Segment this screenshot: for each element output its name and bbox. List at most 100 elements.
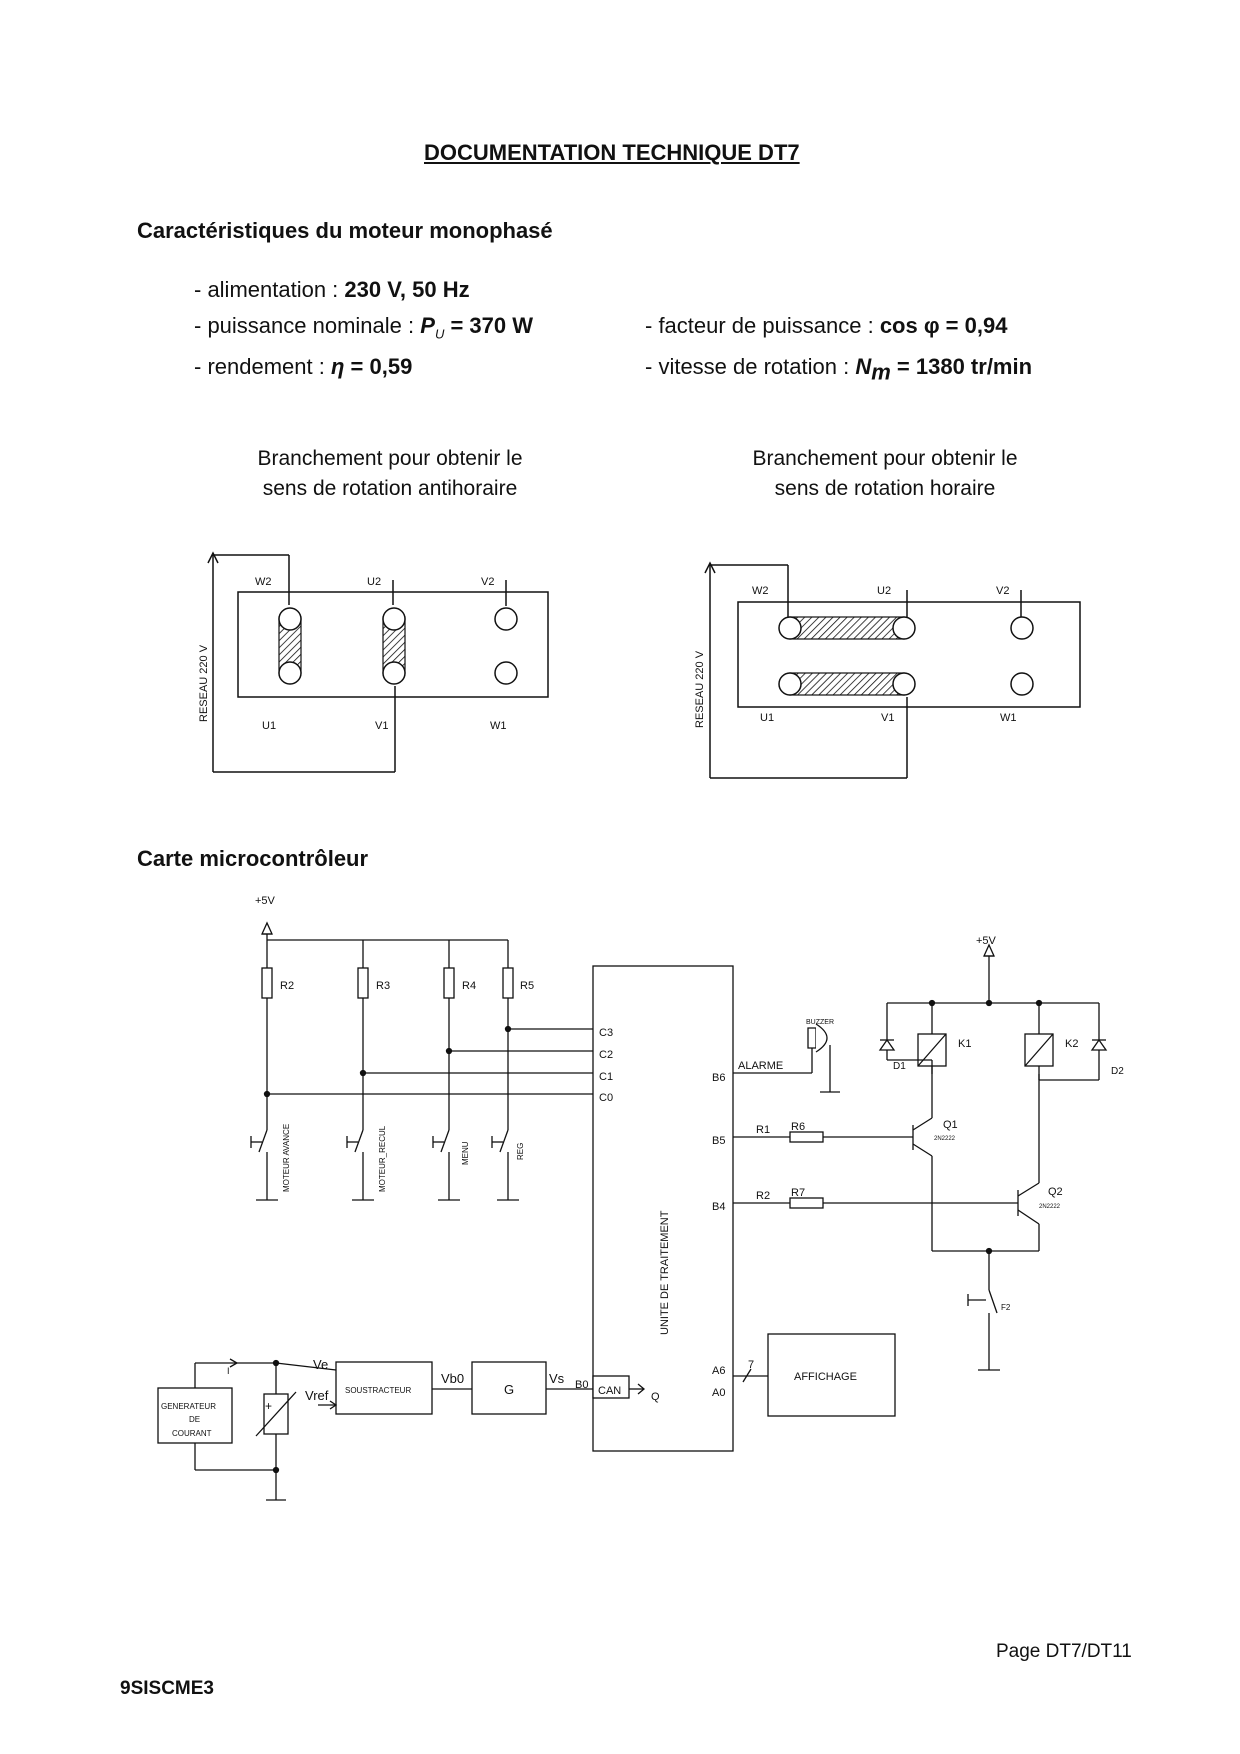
spec-rendement: - rendement : η = 0,59 [194, 354, 412, 380]
reseau-label: RESEAU 220 V [198, 644, 210, 722]
diode-d1: D1 [893, 1061, 906, 1072]
caption-line: Branchement pour obtenir le [752, 447, 1018, 470]
port-b5: B5 [712, 1135, 725, 1147]
terminal-w1: W1 [490, 720, 507, 732]
port-a0: A0 [712, 1387, 725, 1399]
generator-line-3: COURANT [172, 1429, 212, 1438]
document-code: 9SISCME3 [120, 1678, 214, 1699]
spec-value: = 1380 tr/min [896, 354, 1033, 379]
resistor-r2b: R2 [756, 1190, 770, 1202]
terminal-v2: V2 [996, 585, 1009, 597]
transistor-q1: Q1 [943, 1119, 958, 1131]
page-title: DOCUMENTATION TECHNIQUE DT7 [424, 140, 800, 165]
terminal-u2: U2 [367, 576, 381, 588]
button-moteur-avance: MOTEUR AVANCE [282, 1124, 291, 1192]
button-menu: MENU [461, 1141, 470, 1165]
bus-width: 7 [748, 1359, 754, 1371]
soustracteur-label: SOUSTRACTEUR [345, 1386, 411, 1395]
relay-k1: K1 [958, 1038, 971, 1050]
button-moteur-recul: MOTEUR_RECUL [378, 1125, 387, 1192]
spec-puissance: - puissance nominale : PU = 370 W [194, 313, 533, 341]
port-b0: B0 [575, 1379, 588, 1391]
port-a6: A6 [712, 1365, 725, 1377]
generator-line-2: DE [189, 1415, 200, 1424]
spec-value: 230 V, 50 Hz [344, 277, 470, 302]
wiring-diagrams: W2 U2 V2 U1 V1 W1 RESEAU 220 V W2 U2 V2 … [198, 551, 1081, 779]
gain-label: G [504, 1382, 514, 1397]
motor-heading: Caractéristiques du moteur monophasé [137, 218, 553, 243]
alarme-label: ALARME [738, 1060, 783, 1072]
terminal-w2: W2 [255, 576, 272, 588]
can-label: CAN [598, 1385, 621, 1397]
spec-symbol: P [420, 313, 435, 338]
transistor-q2: Q2 [1048, 1186, 1063, 1198]
resistor-r2: R2 [280, 980, 294, 992]
transistor-q1-ref: 2N2222 [934, 1136, 956, 1142]
terminal-u1: U1 [760, 712, 774, 724]
spec-subscript: m [871, 359, 891, 385]
spec-label: - alimentation : [194, 277, 339, 302]
reseau-label: RESEAU 220 V [694, 650, 706, 728]
vref-label: Vref [305, 1388, 329, 1403]
terminal-w2: W2 [752, 585, 769, 597]
spec-subscript: U [434, 326, 445, 342]
affichage-label: AFFICHAGE [794, 1371, 857, 1383]
spec-facteur: - facteur de puissance : cos φ = 0,94 [645, 313, 1007, 339]
page-number: Page DT7/DT11 [996, 1641, 1132, 1662]
transistor-q2-ref: 2N2222 [1039, 1204, 1061, 1210]
ve-label: Ve [313, 1357, 328, 1372]
right-caption: Branchement pour obtenir le sens de rota… [705, 444, 1065, 504]
input-c3: C3 [599, 1027, 613, 1039]
terminal-v1: V1 [881, 712, 894, 724]
plus5v-left: +5V [255, 895, 276, 907]
spec-alimentation: - alimentation : 230 V, 50 Hz [194, 277, 470, 303]
caption-line: Branchement pour obtenir le [257, 447, 523, 470]
wiring-left: W2 U2 V2 U1 V1 W1 RESEAU 220 V [198, 551, 549, 773]
board-schematic: +5V +5V R2 R3 R4 R5 R6 R7 R1 R2 MOTEUR A… [157, 895, 1124, 1501]
fuse-f2: F2 [1001, 1303, 1011, 1312]
wiring-right: W2 U2 V2 U1 V1 W1 RESEAU 220 V [694, 561, 1081, 779]
button-reg: REG [516, 1143, 525, 1160]
plus5v-right: +5V [976, 935, 997, 947]
vb0-label: Vb0 [441, 1371, 464, 1386]
spec-value: cos φ = 0,94 [879, 313, 1008, 338]
terminal-v2: V2 [481, 576, 494, 588]
spec-vitesse: - vitesse de rotation : Nm = 1380 tr/min [645, 354, 1032, 385]
buzzer-label: BUZZER [806, 1019, 834, 1026]
spec-symbol: η [330, 354, 345, 379]
spec-symbol: N [855, 354, 872, 379]
left-caption: Branchement pour obtenir le sens de rota… [210, 444, 570, 504]
resistor-r7: R7 [791, 1187, 805, 1199]
resistor-r4: R4 [462, 980, 476, 992]
board-heading: Carte microcontrôleur [137, 846, 369, 871]
caption-line: sens de rotation antihoraire [262, 477, 518, 500]
resistor-r3: R3 [376, 980, 390, 992]
resistor-r1: R1 [756, 1124, 770, 1136]
port-b6: B6 [712, 1072, 725, 1084]
spec-label: - facteur de puissance : [645, 313, 874, 338]
caption-line: sens de rotation horaire [774, 477, 996, 500]
resistor-r5: R5 [520, 980, 534, 992]
q-label: Q [651, 1391, 660, 1403]
spec-value: = 0,59 [350, 354, 413, 379]
terminal-u2: U2 [877, 585, 891, 597]
input-c2: C2 [599, 1049, 613, 1061]
spec-value: = 370 W [450, 313, 533, 338]
current-label: I [227, 1366, 230, 1376]
spec-label: - vitesse de rotation : [645, 354, 850, 379]
input-c0: C0 [599, 1092, 613, 1104]
vs-label: Vs [549, 1371, 565, 1386]
resistor-r6: R6 [791, 1121, 805, 1133]
terminal-v1: V1 [375, 720, 388, 732]
relay-k2: K2 [1065, 1038, 1078, 1050]
spec-label: - rendement : [194, 354, 325, 379]
plus-sign: + [265, 1399, 272, 1413]
terminal-u1: U1 [262, 720, 276, 732]
input-c1: C1 [599, 1071, 613, 1083]
spec-label: - puissance nominale : [194, 313, 415, 338]
terminal-w1: W1 [1000, 712, 1017, 724]
generator-line-1: GENERATEUR [161, 1402, 216, 1411]
processing-unit-label: UNITE DE TRAITEMENT [659, 1210, 671, 1335]
port-b4: B4 [712, 1201, 725, 1213]
diode-d2: D2 [1111, 1066, 1124, 1077]
